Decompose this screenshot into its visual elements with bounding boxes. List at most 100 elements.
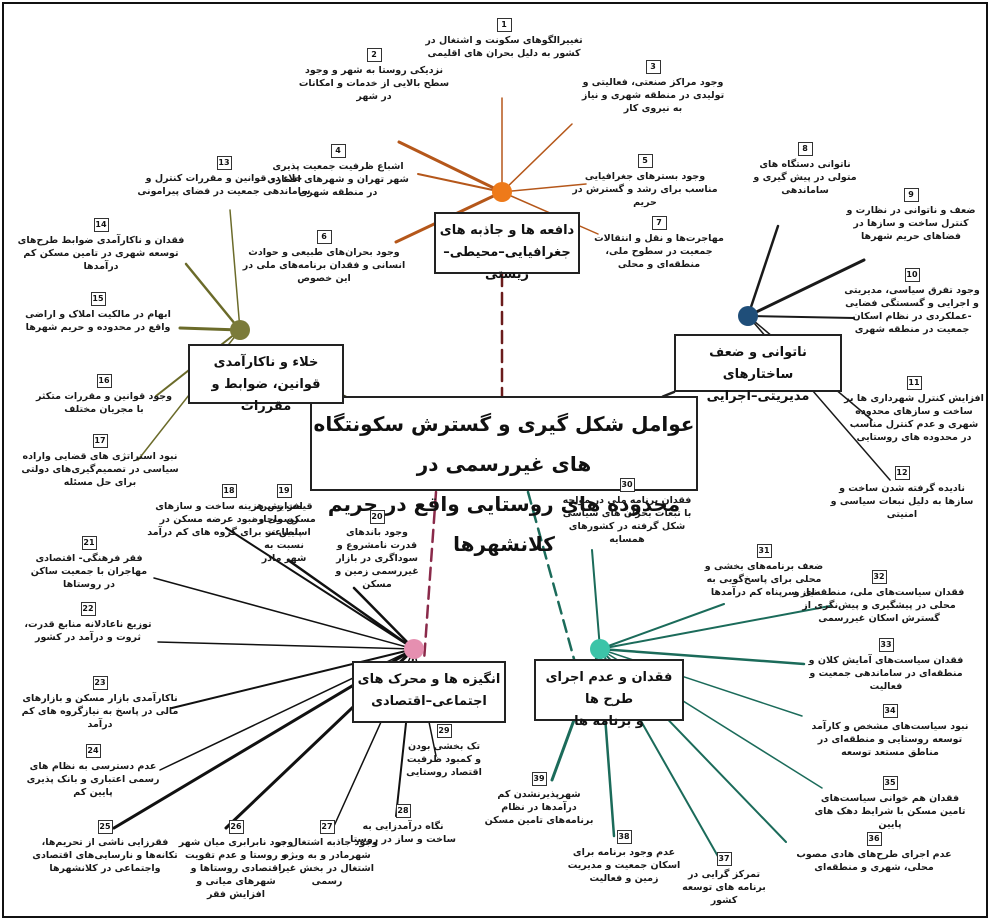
spoke-line bbox=[746, 258, 866, 318]
factor-number-badge: 9 bbox=[903, 188, 919, 202]
factor-number-badge: 3 bbox=[645, 60, 661, 74]
spoke-line bbox=[591, 549, 601, 650]
factor-text: فقدان برنامه ملی در مواجه با تبعات بحران… bbox=[562, 495, 692, 545]
spoke-line bbox=[746, 224, 780, 318]
factor-text: وجود بحران‌های طبیعی و حوادث انسانی و فق… bbox=[242, 247, 406, 284]
factor-text: فقر فرهنگی- اقتصادی مهاجران با جمعیت ساک… bbox=[30, 553, 148, 590]
factor-text: خلاء در قوانین و مقررات کنترل و ساماندهی… bbox=[137, 173, 311, 197]
factor-text: اشباع ظرفیت جمعیت پذیری شهر تهران و شهره… bbox=[267, 161, 409, 198]
factor-note: 38 عدم وجود برنامه برای اسکان جمعیت و مدی… bbox=[564, 830, 684, 885]
factor-text: قیمت زمین، مسکن واجاره پایین تر نسبت به … bbox=[252, 501, 316, 564]
factor-number-badge: 21 bbox=[81, 536, 97, 550]
factor-note: 5 وجود بسترهای جغرافیایی مناسب برای رشد و… bbox=[570, 154, 720, 209]
factor-note: 4 اشباع ظرفیت جمعیت پذیری شهر تهران و شهر… bbox=[262, 144, 414, 199]
factor-note: 36 عدم اجرای طرح‌های هادی مصوب محلی، شهری… bbox=[786, 832, 962, 874]
hub-dot-right bbox=[738, 306, 758, 326]
factor-number-badge: 26 bbox=[228, 820, 244, 834]
hub-dot-left bbox=[230, 320, 250, 340]
factor-number-badge: 18 bbox=[221, 484, 237, 498]
hub-socioeconomic-box: انگیزه ها و محرک های اجتماعی–اقتصادی bbox=[352, 661, 506, 723]
spoke-line bbox=[157, 641, 415, 650]
central-title-line-1: عوامل شکل گیری و گسترش سکونتگاه های غیرر… bbox=[313, 412, 695, 476]
factor-number-badge: 4 bbox=[330, 144, 346, 158]
factor-text: نگاه درآمدزایی به ساخت و ساز در روستا bbox=[350, 821, 456, 845]
factor-note: 7 مهاجرت‌ها و نقل و انتقالات جمعیت در سطو… bbox=[586, 216, 732, 271]
factor-text: ضعف برنامه‌های بخشی و محلی برای پاسخ‌گوی… bbox=[704, 561, 824, 598]
spoke-line bbox=[417, 173, 503, 193]
factor-text: فقدان هم خوانی سیاست‌های تامین مسکن با ش… bbox=[814, 793, 966, 830]
factor-number-badge: 37 bbox=[716, 852, 732, 866]
factor-text: عدم وجود برنامه برای اسکان جمعیت و مدیری… bbox=[567, 847, 681, 884]
hub-management-box: ناتوانی و ضعف ساختارهای مدیریتی–اجرایی bbox=[674, 334, 842, 404]
connector-central-bottom-left bbox=[422, 490, 438, 663]
spoke-line bbox=[352, 586, 416, 651]
factor-text: تغییرالگوهای سکونت و اشتغال در کشور به د… bbox=[425, 35, 583, 59]
factor-number-badge: 13 bbox=[216, 156, 232, 170]
spoke-line bbox=[225, 527, 415, 650]
factor-text: فقدان و ناکارآمدی ضوابط طرح‌های توسعه شه… bbox=[17, 235, 185, 272]
factor-text: فقدان سیاست‌های آمایش کلان و منطقه‌ای در… bbox=[808, 655, 964, 692]
factor-note: 19 قیمت زمین، مسکن واجاره پایین تر نسبت ب… bbox=[252, 484, 316, 565]
factor-number-badge: 38 bbox=[616, 830, 632, 844]
factor-number-badge: 5 bbox=[637, 154, 653, 168]
spoke-line bbox=[178, 326, 242, 332]
hub-dot-bottom-left bbox=[404, 639, 424, 659]
spoke-line bbox=[153, 577, 415, 650]
factor-number-badge: 15 bbox=[90, 292, 106, 306]
factor-number-badge: 36 bbox=[866, 832, 882, 846]
hub-geographic-box: دافعه ها و جاذبه های جغرافیایی–محیطی– زی… bbox=[434, 212, 580, 282]
factor-text: وجود تفرق سیاسی، مدیریتی و اجرایی و گسست… bbox=[844, 285, 980, 335]
factor-number-badge: 19 bbox=[276, 484, 292, 498]
spoke-line bbox=[184, 262, 242, 332]
factor-text: عدم اجرای طرح‌های هادی مصوب محلی، شهری و… bbox=[796, 849, 952, 873]
factor-text: نبود سیاست‌های مشخص و کارآمد توسعه روستا… bbox=[811, 721, 969, 758]
hub-socioeconomic-line-1: انگیزه ها و محرک های bbox=[357, 672, 501, 687]
factor-text: وجود قوانین و مقررات متکثر با مجریان مخت… bbox=[35, 391, 173, 415]
factor-number-badge: 30 bbox=[619, 478, 635, 492]
factor-number-badge: 2 bbox=[366, 48, 382, 62]
factor-text: مهاجرت‌ها و نقل و انتقالات جمعیت در سطوح… bbox=[594, 233, 724, 270]
spoke-line bbox=[599, 603, 725, 650]
central-title-line-2: محدوده های روستایی واقع در حریم کلانشهره… bbox=[327, 492, 681, 556]
hub-socioeconomic-line-2: اجتماعی–اقتصادی bbox=[371, 694, 487, 709]
spoke-line bbox=[747, 315, 855, 319]
factor-number-badge: 31 bbox=[756, 544, 772, 558]
factor-number-badge: 33 bbox=[878, 638, 894, 652]
central-title-box: عوامل شکل گیری و گسترش سکونتگاه های غیرر… bbox=[310, 396, 698, 556]
connector-central-bottom-right bbox=[526, 490, 576, 661]
factor-number-badge: 25 bbox=[97, 820, 113, 834]
factor-text: نزدیکی روستا به شهر و وجود سطح بالایی از… bbox=[298, 65, 450, 102]
factor-text: وجود بسترهای جغرافیایی مناسب برای رشد و … bbox=[572, 171, 718, 208]
spoke-line bbox=[501, 183, 587, 193]
factor-number-badge: 11 bbox=[906, 376, 922, 390]
spoke-line bbox=[599, 605, 831, 650]
spoke-line bbox=[171, 648, 415, 709]
factor-text: عدم دسترسی به نظام های رسمی اعتباری و با… bbox=[26, 761, 160, 798]
factor-number-badge: 39 bbox=[531, 772, 547, 786]
factor-number-badge: 7 bbox=[651, 216, 667, 230]
factor-text: ناتوانی دستگاه های متولی در پیش گیری و س… bbox=[753, 159, 857, 196]
factor-text: نبود استراتژی های قضایی واراده سیاسی در … bbox=[21, 451, 179, 488]
hub-dot-top bbox=[492, 182, 512, 202]
